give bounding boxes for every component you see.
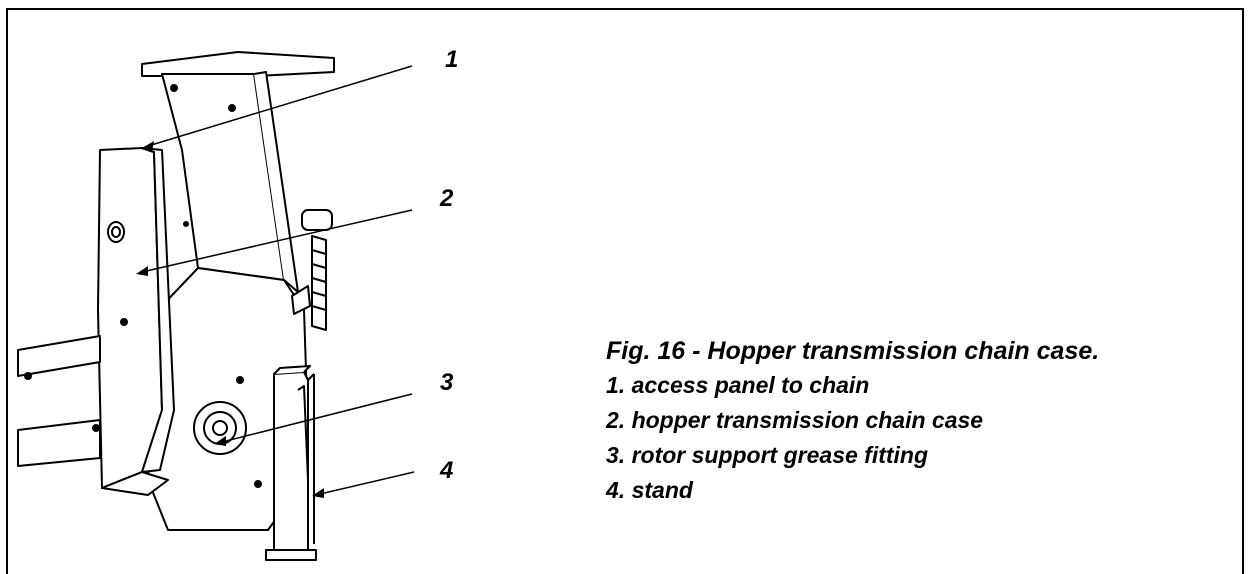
platform-arm [17, 335, 101, 377]
legend-item: 4. stand [606, 477, 693, 503]
figure-legend: 1. access panel to chain 2. hopper trans… [606, 368, 1236, 508]
legend-item: 1. access panel to chain [606, 372, 870, 398]
machine-illustration [17, 51, 415, 561]
leader-line-2 [141, 209, 413, 273]
caption-title: Fig. 16 - Hopper transmission chain case… [606, 337, 1100, 365]
stand-post [273, 371, 309, 551]
legend-item: 2. hopper transmission chain case [606, 407, 984, 433]
hopper-roof [141, 51, 335, 77]
callout-3: 3 [440, 369, 454, 396]
figure-frame [6, 8, 1244, 574]
leader-line-4 [319, 471, 415, 495]
callout-4: 4 [440, 457, 454, 484]
leader-line-3 [221, 393, 413, 443]
callout-2: 2 [440, 185, 454, 212]
leader-line-1 [147, 65, 413, 147]
figure-caption: Fig. 16 - Hopper transmission chain case… [606, 335, 1236, 508]
legend-item: 3. rotor support grease fitting [606, 442, 929, 468]
callout-1: 1 [445, 46, 459, 73]
